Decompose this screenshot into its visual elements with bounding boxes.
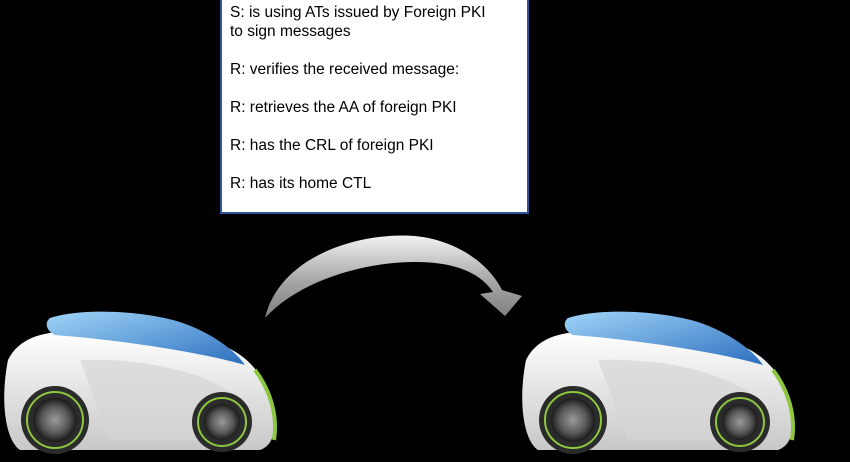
info-line-verify: R: verifies the received message: — [230, 61, 460, 78]
sender-car-icon — [4, 311, 277, 454]
info-line-ctl: R: has its home CTL — [230, 175, 372, 192]
info-line-sender-cont: to sign messages — [230, 23, 351, 40]
info-line-sender: S: is using ATs issued by Foreign PKI — [230, 4, 486, 21]
info-line-aa: R: retrieves the AA of foreign PKI — [230, 99, 457, 116]
message-verification-box: S: is using ATs issued by Foreign PKI to… — [220, 0, 529, 214]
info-line-crl: R: has the CRL of foreign PKI — [230, 137, 434, 154]
receiver-car-icon — [522, 311, 795, 454]
